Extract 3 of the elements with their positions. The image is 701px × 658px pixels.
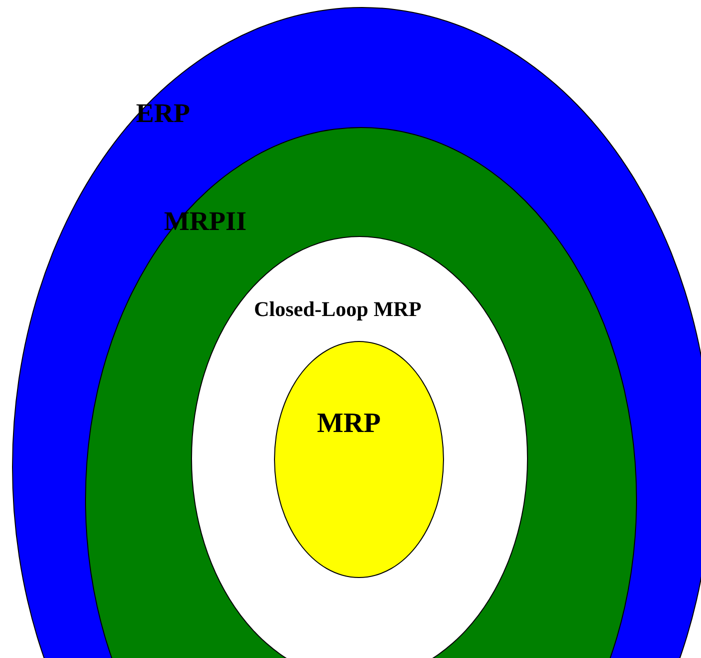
ellipse-label: ERP (136, 100, 190, 127)
ellipse-label: MRP (317, 410, 381, 438)
ellipse-label: Closed-Loop MRP (254, 299, 422, 320)
